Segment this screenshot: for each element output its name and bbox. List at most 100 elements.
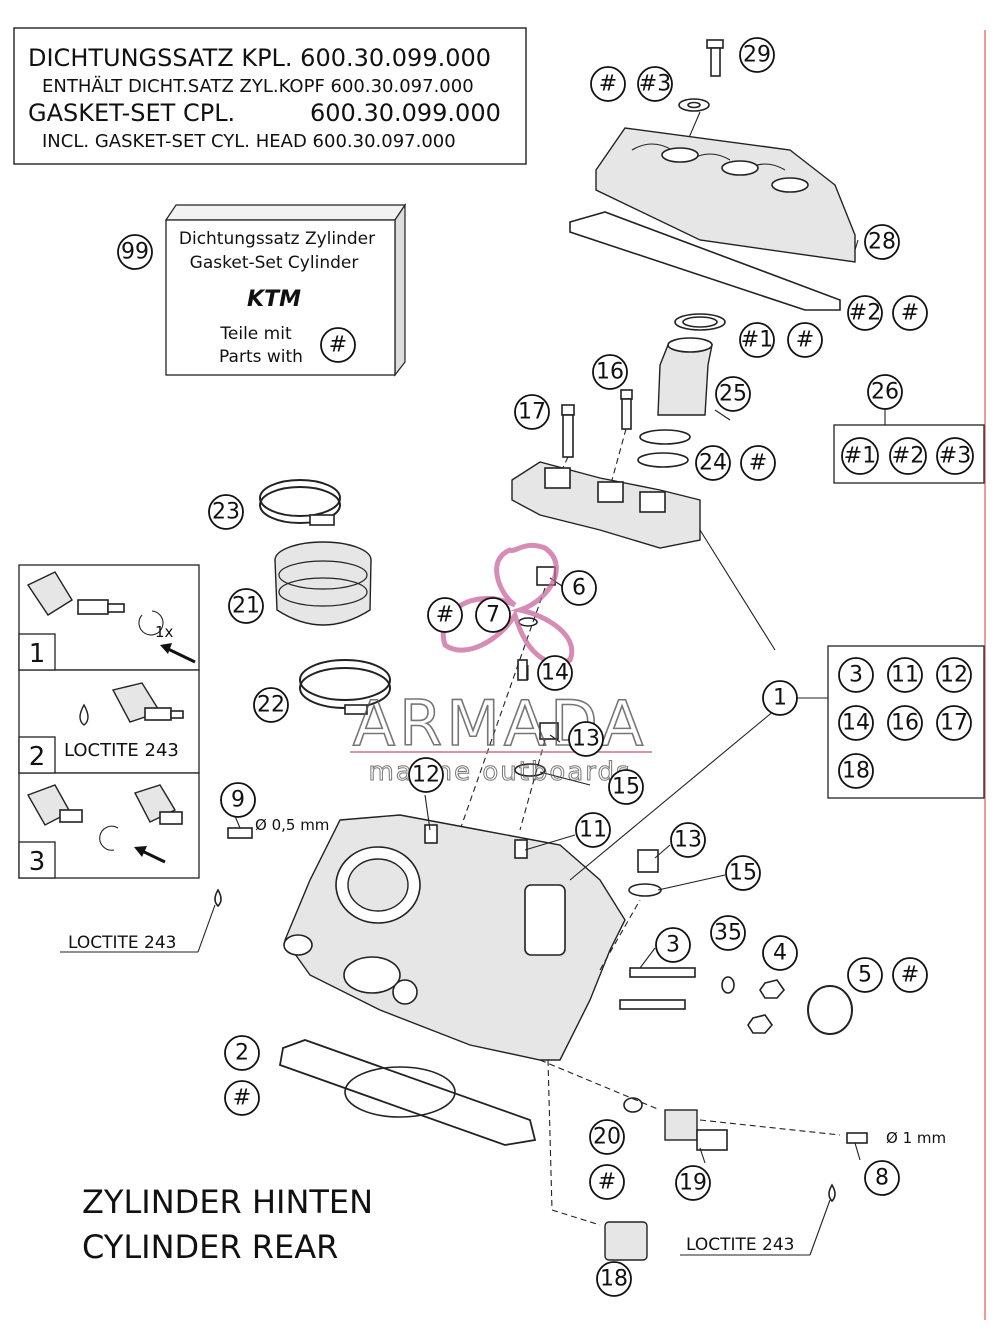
callout-hash: # <box>590 66 626 102</box>
callout-hash1: #1 <box>739 322 775 358</box>
step-number-1: 1 <box>29 639 46 669</box>
group-1-item-17: 17 <box>936 705 972 741</box>
footer-title-de: ZYLINDER HINTEN <box>82 1183 373 1221</box>
annotation-loctite-bottom: LOCTITE 243 <box>686 1235 795 1255</box>
svg-text:4: 4 <box>773 941 787 966</box>
annotation-diameter-9: Ø 0,5 mm <box>255 816 329 834</box>
kit-title-en: Gasket-Set Cylinder <box>190 253 359 273</box>
callout-99: 99 <box>117 234 153 270</box>
svg-text:6: 6 <box>572 576 586 601</box>
svg-text:12: 12 <box>940 663 968 688</box>
svg-text:16: 16 <box>596 360 624 385</box>
callout-hash: # <box>740 445 776 481</box>
svg-text:1: 1 <box>773 686 787 711</box>
svg-text:13: 13 <box>674 828 702 853</box>
callout-19: 19 <box>675 1165 711 1201</box>
svg-text:8: 8 <box>875 1166 889 1191</box>
header-line-4: INCL. GASKET-SET CYL. HEAD 600.30.097.00… <box>42 131 456 152</box>
group-26-items: #1#2#3 <box>841 437 974 475</box>
svg-text:17: 17 <box>940 711 968 736</box>
callout-13: 13 <box>670 822 706 858</box>
svg-text:18: 18 <box>842 759 870 784</box>
svg-text:#: # <box>436 603 454 628</box>
svg-text:7: 7 <box>486 603 500 628</box>
header-line-3-label: GASKET-SET CPL. <box>28 99 235 127</box>
svg-text:14: 14 <box>541 661 569 686</box>
callout-11: 11 <box>575 812 611 848</box>
callout-7: 7 <box>475 597 511 633</box>
svg-text:9: 9 <box>231 788 245 813</box>
callout-17: 17 <box>514 394 550 430</box>
step-panels: 1 2 3 1x LOCTITE 243 <box>18 564 200 879</box>
callout-hash: # <box>589 1164 625 1200</box>
group-1-item-14: 14 <box>838 705 874 741</box>
svg-text:#3: #3 <box>639 72 671 97</box>
callout-4: 4 <box>762 935 798 971</box>
header-line-2: ENTHÄLT DICHT.SATZ ZYL.KOPF 600.30.097.0… <box>42 76 474 97</box>
svg-text:11: 11 <box>579 818 607 843</box>
svg-text:15: 15 <box>612 775 640 800</box>
step-number-3: 3 <box>29 847 46 877</box>
callout-5: 5 <box>847 957 883 993</box>
kit-parts-en: Parts with <box>219 347 303 367</box>
callout-29: 29 <box>739 37 775 73</box>
callout-15: 15 <box>725 855 761 891</box>
step-1-annotation: 1x <box>155 623 174 641</box>
svg-text:21: 21 <box>232 594 260 619</box>
callout-13: 13 <box>568 721 604 757</box>
callout-hash2: #2 <box>847 295 883 331</box>
svg-text:15: 15 <box>729 861 757 886</box>
svg-text:19: 19 <box>679 1171 707 1196</box>
svg-text:20: 20 <box>593 1125 621 1150</box>
watermark-brand: ARMADA <box>353 687 647 760</box>
svg-text:#: # <box>233 1086 251 1111</box>
callout-9: 9 <box>220 782 256 818</box>
svg-text:#: # <box>329 333 347 358</box>
callout-3: 3 <box>655 927 691 963</box>
svg-text:#2: #2 <box>892 444 924 469</box>
callout-12: 12 <box>408 757 444 793</box>
svg-text:25: 25 <box>719 382 747 407</box>
annotation-loctite-left: LOCTITE 243 <box>68 933 177 953</box>
annotation-diameter-8: Ø 1 mm <box>886 1129 946 1147</box>
svg-text:99: 99 <box>121 240 149 265</box>
svg-text:3: 3 <box>849 663 863 688</box>
kit-marker-callout: # <box>320 327 356 363</box>
svg-text:17: 17 <box>518 400 546 425</box>
svg-text:28: 28 <box>868 230 896 255</box>
step-2-annotation: LOCTITE 243 <box>64 740 179 761</box>
callout-25: 25 <box>715 376 751 412</box>
group-26-item-hash2: #2 <box>889 437 927 475</box>
svg-text:2: 2 <box>235 1041 249 1066</box>
gasket-set-header-box: DICHTUNGSSATZ KPL. 600.30.099.000 ENTHÄL… <box>13 27 527 165</box>
callout-16: 16 <box>592 354 628 390</box>
svg-text:11: 11 <box>891 663 919 688</box>
svg-text:#1: #1 <box>741 328 773 353</box>
callout-hash: # <box>892 295 928 331</box>
svg-text:29: 29 <box>743 43 771 68</box>
svg-text:14: 14 <box>842 711 870 736</box>
group-1-item-12: 12 <box>936 657 972 693</box>
step-number-2: 2 <box>29 742 46 772</box>
callout-28: 28 <box>864 224 900 260</box>
kit-title-de: Dichtungssatz Zylinder <box>179 229 375 249</box>
svg-text:#: # <box>796 328 814 353</box>
svg-text:#: # <box>598 1170 616 1195</box>
callout-2: 2 <box>224 1035 260 1071</box>
gasket-kit-box: Dichtungssatz Zylinder Gasket-Set Cylind… <box>164 203 407 377</box>
callout-8: 8 <box>864 1160 900 1196</box>
part-drawings <box>214 39 868 1261</box>
svg-text:18: 18 <box>600 1267 628 1292</box>
callout-20: 20 <box>589 1119 625 1155</box>
svg-text:#: # <box>901 301 919 326</box>
callout-21: 21 <box>228 588 264 624</box>
svg-text:35: 35 <box>714 921 742 946</box>
kit-parts-de: Teile mit <box>219 324 292 344</box>
svg-text:#: # <box>599 72 617 97</box>
svg-text:#: # <box>749 451 767 476</box>
svg-text:26: 26 <box>871 380 899 405</box>
callout-22: 22 <box>253 687 289 723</box>
svg-text:22: 22 <box>257 693 285 718</box>
